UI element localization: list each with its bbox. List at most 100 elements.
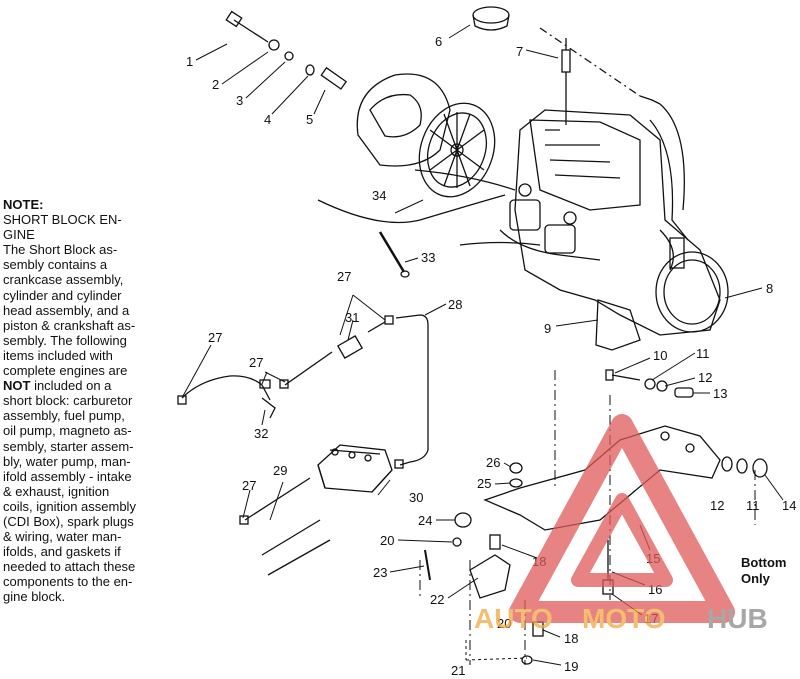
note-body-line: (CDI Box), spark plugs [3, 513, 134, 529]
callout-9: 9 [544, 321, 551, 336]
washer-part-25 [509, 478, 523, 488]
spark-plug-part-7 [561, 38, 571, 125]
watermark-triangle-icon [509, 414, 735, 623]
note-body-line: sembly contains a [3, 257, 108, 273]
callout-4: 4 [264, 112, 271, 127]
callout-28: 28 [448, 297, 462, 312]
note-body-line: head assembly, and a [3, 302, 130, 318]
note-body-line: & exhaust, ignition [3, 483, 110, 499]
callout-11: 11 [696, 346, 710, 361]
bottom-only-label: Bottom Only [741, 555, 787, 587]
callout-27-mid: 27 [249, 355, 263, 370]
bolt-part-23 [424, 549, 431, 581]
note-body-line: components to the en- [3, 574, 133, 590]
callout-23: 23 [373, 565, 387, 580]
washer-part-2 [268, 39, 280, 51]
note-body-line: items included with [3, 347, 113, 363]
callout-33: 33 [421, 250, 435, 265]
note-body-line-not: NOT included on a [3, 378, 175, 393]
engine-block [514, 103, 729, 336]
callout-30: 30 [409, 490, 423, 505]
callout-7: 7 [516, 44, 523, 59]
callout-21: 21 [451, 663, 465, 678]
recoil-housing [356, 73, 496, 198]
note-heading-line: GINE [3, 227, 35, 243]
note-body-line: gine block. [3, 589, 66, 605]
short-block-note: NOTE: SHORT BLOCK EN- GINE The Short Blo… [3, 197, 175, 605]
bolt-part-33 [378, 231, 410, 278]
note-body-line: complete engines are [3, 363, 128, 379]
bracket-part-22 [469, 554, 511, 599]
callout-1: 1 [186, 54, 193, 69]
note-body-line: ifolds, and gaskets if [3, 544, 121, 560]
cap-part-6 [472, 6, 510, 31]
note-body-line: bly, water pump, man- [3, 453, 131, 469]
note-body-line: cylinder and cylinder [3, 287, 122, 303]
bolt-part-1 [225, 10, 269, 43]
note-not-emphasis: NOT [3, 378, 31, 394]
note-heading-line: SHORT BLOCK EN- [3, 212, 122, 228]
nut-part-19 [521, 655, 533, 665]
callout-27: 27 [337, 269, 351, 284]
note-body-line: coils, ignition assembly [3, 498, 136, 514]
nut-part-14 [752, 458, 768, 478]
spacer-part-5 [320, 66, 348, 90]
spacer-part-13 [674, 387, 694, 398]
note-body-line: crankcase assembly, [3, 272, 124, 288]
note-body-line: oil pump, magneto as- [3, 423, 132, 439]
note-body-line: piston & crankshaft as- [3, 317, 136, 333]
fuel-lines [177, 314, 429, 469]
washer-part-11 [644, 378, 656, 390]
watermark-hub: HUB [707, 603, 768, 634]
spacer-part-18 [489, 534, 501, 550]
washer-part-12b [721, 456, 733, 472]
callout-6: 6 [435, 34, 442, 49]
callout-18: 18 [564, 631, 578, 646]
callout-29: 29 [273, 463, 287, 478]
nut-part-26 [509, 462, 523, 474]
throttle-cable-part-34 [317, 194, 506, 224]
bracket-part-9 [595, 299, 641, 351]
washer-part-3 [284, 51, 294, 61]
note-body-line: The Short Block as- [3, 242, 118, 258]
note-body-line: & wiring, water man- [3, 529, 122, 545]
callout-12-right: 12 [710, 498, 724, 513]
note-body-line: ifold assembly - intake [3, 468, 132, 484]
callout-20: 20 [380, 533, 394, 548]
callout-11-right: 11 [746, 498, 760, 513]
callout-24: 24 [418, 513, 432, 528]
callout-20-lower: 20 [497, 616, 511, 631]
callout-34: 34 [372, 188, 386, 203]
callout-5: 5 [306, 112, 313, 127]
note-title: NOTE: [3, 197, 44, 212]
callout-13: 13 [713, 386, 727, 401]
note-body-line: assembly, fuel pump, [3, 408, 125, 424]
washer-part-4 [305, 64, 315, 76]
note-body-line: sembly, starter assem- [3, 438, 134, 454]
callout-26: 26 [486, 455, 500, 470]
automotohub-watermark: AUTO MOTO HUB [474, 414, 768, 634]
grommet-part-24 [454, 512, 472, 528]
callout-10: 10 [653, 348, 667, 363]
callout-27-lower: 27 [242, 478, 256, 493]
note-body-line: sembly. The following [3, 332, 127, 348]
watermark-moto: MOTO [582, 603, 665, 634]
callout-3: 3 [236, 93, 243, 108]
callout-31: 31 [345, 310, 359, 325]
bottom-only-line: Bottom [741, 555, 787, 570]
callout-14: 14 [782, 498, 796, 513]
callout-32: 32 [254, 426, 268, 441]
fitting-part-32 [261, 397, 276, 419]
cdi-box-part-30 [317, 444, 393, 493]
callout-27-left: 27 [208, 330, 222, 345]
washer-part-12 [656, 380, 668, 392]
note-body-line: short block: carburetor [3, 393, 133, 409]
callout-2: 2 [212, 77, 219, 92]
watermark-auto: AUTO [474, 603, 553, 634]
note-body-line: needed to attach these [3, 559, 136, 575]
callout-19: 19 [564, 659, 578, 674]
carburetor-assembly [499, 183, 601, 261]
callout-25: 25 [477, 476, 491, 491]
bottom-only-line: Only [741, 571, 770, 586]
